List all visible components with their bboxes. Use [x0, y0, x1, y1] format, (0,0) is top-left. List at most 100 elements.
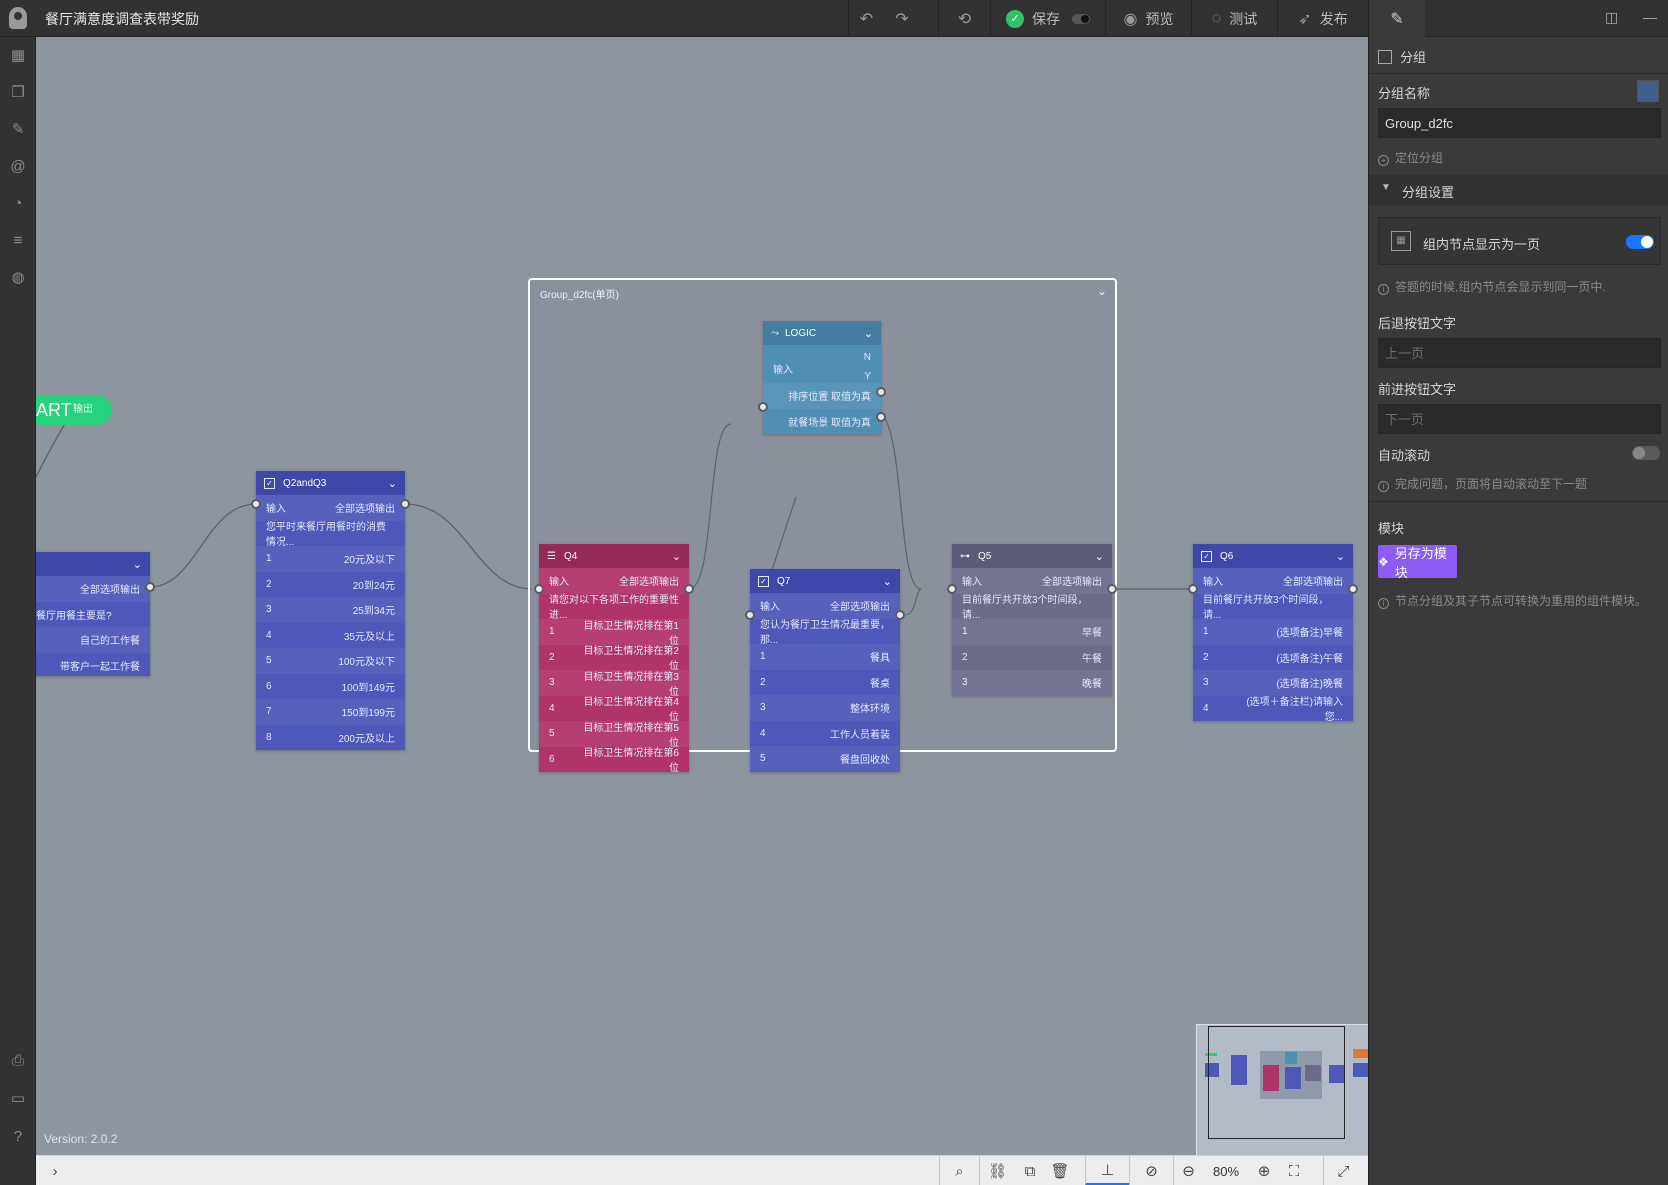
wire-q7-q5: [905, 588, 922, 616]
fullscreen-button[interactable]: ⤢: [1323, 1156, 1363, 1185]
option-number: 5: [266, 655, 272, 667]
zoom-in-button[interactable]: ⊕: [1249, 1156, 1279, 1185]
printer-icon[interactable]: ⎙: [11, 1052, 24, 1069]
chevron-down-icon[interactable]: ⌄: [882, 575, 892, 588]
style-tab[interactable]: ✎: [1369, 0, 1425, 37]
group-name-input[interactable]: [1378, 108, 1661, 138]
text-align-icon[interactable]: ≡: [13, 232, 23, 249]
settings-title: 分组设置: [1402, 185, 1455, 200]
globe-icon[interactable]: ◍: [11, 269, 25, 286]
eye-icon: ◉: [1123, 10, 1138, 28]
folder-icon[interactable]: ▭: [10, 1090, 26, 1107]
chevron-down-icon[interactable]: ⌄: [671, 550, 681, 563]
autosave-toggle[interactable]: [1072, 13, 1090, 24]
option-text: 餐盘回收处: [840, 755, 890, 767]
save-as-module-button[interactable]: ❖另存为模块: [1378, 545, 1457, 580]
option-text: 目标卫生情况排在第1位: [583, 620, 679, 647]
hide-button[interactable]: ⊘: [1129, 1156, 1173, 1185]
option-text: 工作人员着装: [830, 729, 890, 741]
question-node-q1[interactable]: ⌄ 全部选项输出 餐厅用餐主要是? 自己的工作餐 带客户一起工作餐: [36, 552, 150, 676]
output-port[interactable]: [400, 499, 410, 509]
fit-button[interactable]: ⛶: [1279, 1156, 1309, 1185]
single-page-toggle[interactable]: [1626, 235, 1654, 249]
test-button[interactable]: ◌ 测试: [1191, 0, 1277, 37]
save-button[interactable]: ✓ 保存: [990, 0, 1105, 37]
chevron-down-icon[interactable]: ⌄: [132, 558, 142, 571]
history-button[interactable]: ⟲: [938, 0, 990, 37]
zoom-in-icon: ⊕: [1257, 1163, 1271, 1180]
output-port[interactable]: [1107, 584, 1117, 594]
align-button[interactable]: ⊥: [1085, 1156, 1129, 1185]
node-output-label: 全部选项输出: [1042, 577, 1102, 589]
group-color-swatch[interactable]: [1637, 80, 1659, 102]
input-port[interactable]: [947, 584, 957, 594]
search-button[interactable]: ⌕: [939, 1156, 979, 1185]
node-input-label: 输入: [1203, 577, 1223, 589]
branch-icon: ⤳: [771, 327, 779, 339]
list-icon: ☰: [547, 550, 556, 562]
back-button-text-input[interactable]: [1378, 338, 1661, 368]
preview-button[interactable]: ◉ 预览: [1105, 0, 1191, 37]
eyedropper-icon[interactable]: ✎: [11, 121, 25, 138]
input-port[interactable]: [251, 499, 261, 509]
output-port[interactable]: [876, 387, 886, 397]
option-text: 自己的工作餐: [80, 636, 140, 648]
chevron-down-icon[interactable]: ⌄: [1335, 550, 1345, 563]
chevron-down-icon[interactable]: ⌄: [1096, 284, 1107, 298]
start-node[interactable]: ART 输出: [36, 395, 112, 425]
output-port[interactable]: [145, 582, 155, 592]
logic-rule: 排序位置 取值为真: [788, 392, 871, 404]
delete-button[interactable]: 🗑: [1045, 1156, 1075, 1185]
link-button[interactable]: ⛓: [979, 1156, 1015, 1185]
node-question-text: 目前餐厅共开放3个时间段，请...: [962, 595, 1088, 622]
settings-section-header[interactable]: ▼ 分组设置: [1369, 175, 1668, 205]
minimap[interactable]: [1196, 1024, 1368, 1155]
question-node-q6[interactable]: ✓Q6⌄ 输入全部选项输出 目前餐厅共开放3个时间段，请... 1(选项备注)早…: [1193, 544, 1353, 723]
input-port[interactable]: [745, 610, 755, 620]
logic-y-label: Y: [864, 370, 871, 382]
expand-panel-button[interactable]: ›: [42, 1156, 68, 1185]
copy-button[interactable]: ⧉: [1015, 1156, 1045, 1185]
chevron-down-icon[interactable]: ⌄: [387, 477, 397, 490]
undo-button[interactable]: ↶: [848, 0, 884, 37]
at-sign-icon[interactable]: @: [10, 158, 26, 175]
back-button-text-label: 后退按钮文字: [1378, 316, 1457, 331]
option-number: 1: [549, 626, 555, 638]
input-port[interactable]: [1188, 584, 1198, 594]
autoscroll-toggle[interactable]: [1632, 446, 1660, 460]
panel-layout-icon[interactable]: ◫: [1605, 9, 1619, 25]
input-port[interactable]: [758, 402, 768, 412]
output-port[interactable]: [876, 412, 886, 422]
help-icon[interactable]: ?: [13, 1128, 23, 1145]
minimap-viewport[interactable]: [1208, 1026, 1345, 1139]
locate-group-link[interactable]: ⌖定位分组: [1378, 149, 1443, 166]
layers-icon[interactable]: ❐: [11, 84, 25, 101]
output-port[interactable]: [684, 584, 694, 594]
minimize-icon[interactable]: —: [1643, 9, 1657, 25]
next-button-text-input[interactable]: [1378, 404, 1661, 434]
logic-node[interactable]: ⤳LOGIC⌄ N 输入 Y 排序位置 取值为真 就餐场景 取值为真: [763, 321, 881, 434]
section-label: 分组: [1400, 50, 1427, 65]
divider: [1369, 73, 1668, 74]
timer-icon[interactable]: ◔: [13, 195, 23, 212]
zoom-out-button[interactable]: ⊖: [1173, 1156, 1203, 1185]
input-port[interactable]: [534, 584, 544, 594]
flow-canvas[interactable]: ART 输出 ⌄ 全部选项输出 餐厅用餐主要是? 自己的工作餐 带客户一起工作餐…: [36, 37, 1368, 1155]
chevron-down-icon[interactable]: ⌄: [1094, 550, 1104, 563]
chevron-down-icon[interactable]: ⌄: [863, 327, 873, 340]
option-text: (选项备注)早餐: [1276, 628, 1343, 640]
grid-icon[interactable]: ▦: [10, 47, 26, 64]
hint-text: 答题的时候,组内节点会显示到同一页中.: [1395, 280, 1606, 294]
node-input-label: 输入: [266, 504, 286, 516]
redo-button[interactable]: ↷: [884, 0, 920, 37]
output-port[interactable]: [1348, 584, 1358, 594]
start-label: ART: [36, 400, 72, 420]
output-port[interactable]: [895, 610, 905, 620]
publish-button[interactable]: ➶ 发布: [1277, 0, 1368, 37]
